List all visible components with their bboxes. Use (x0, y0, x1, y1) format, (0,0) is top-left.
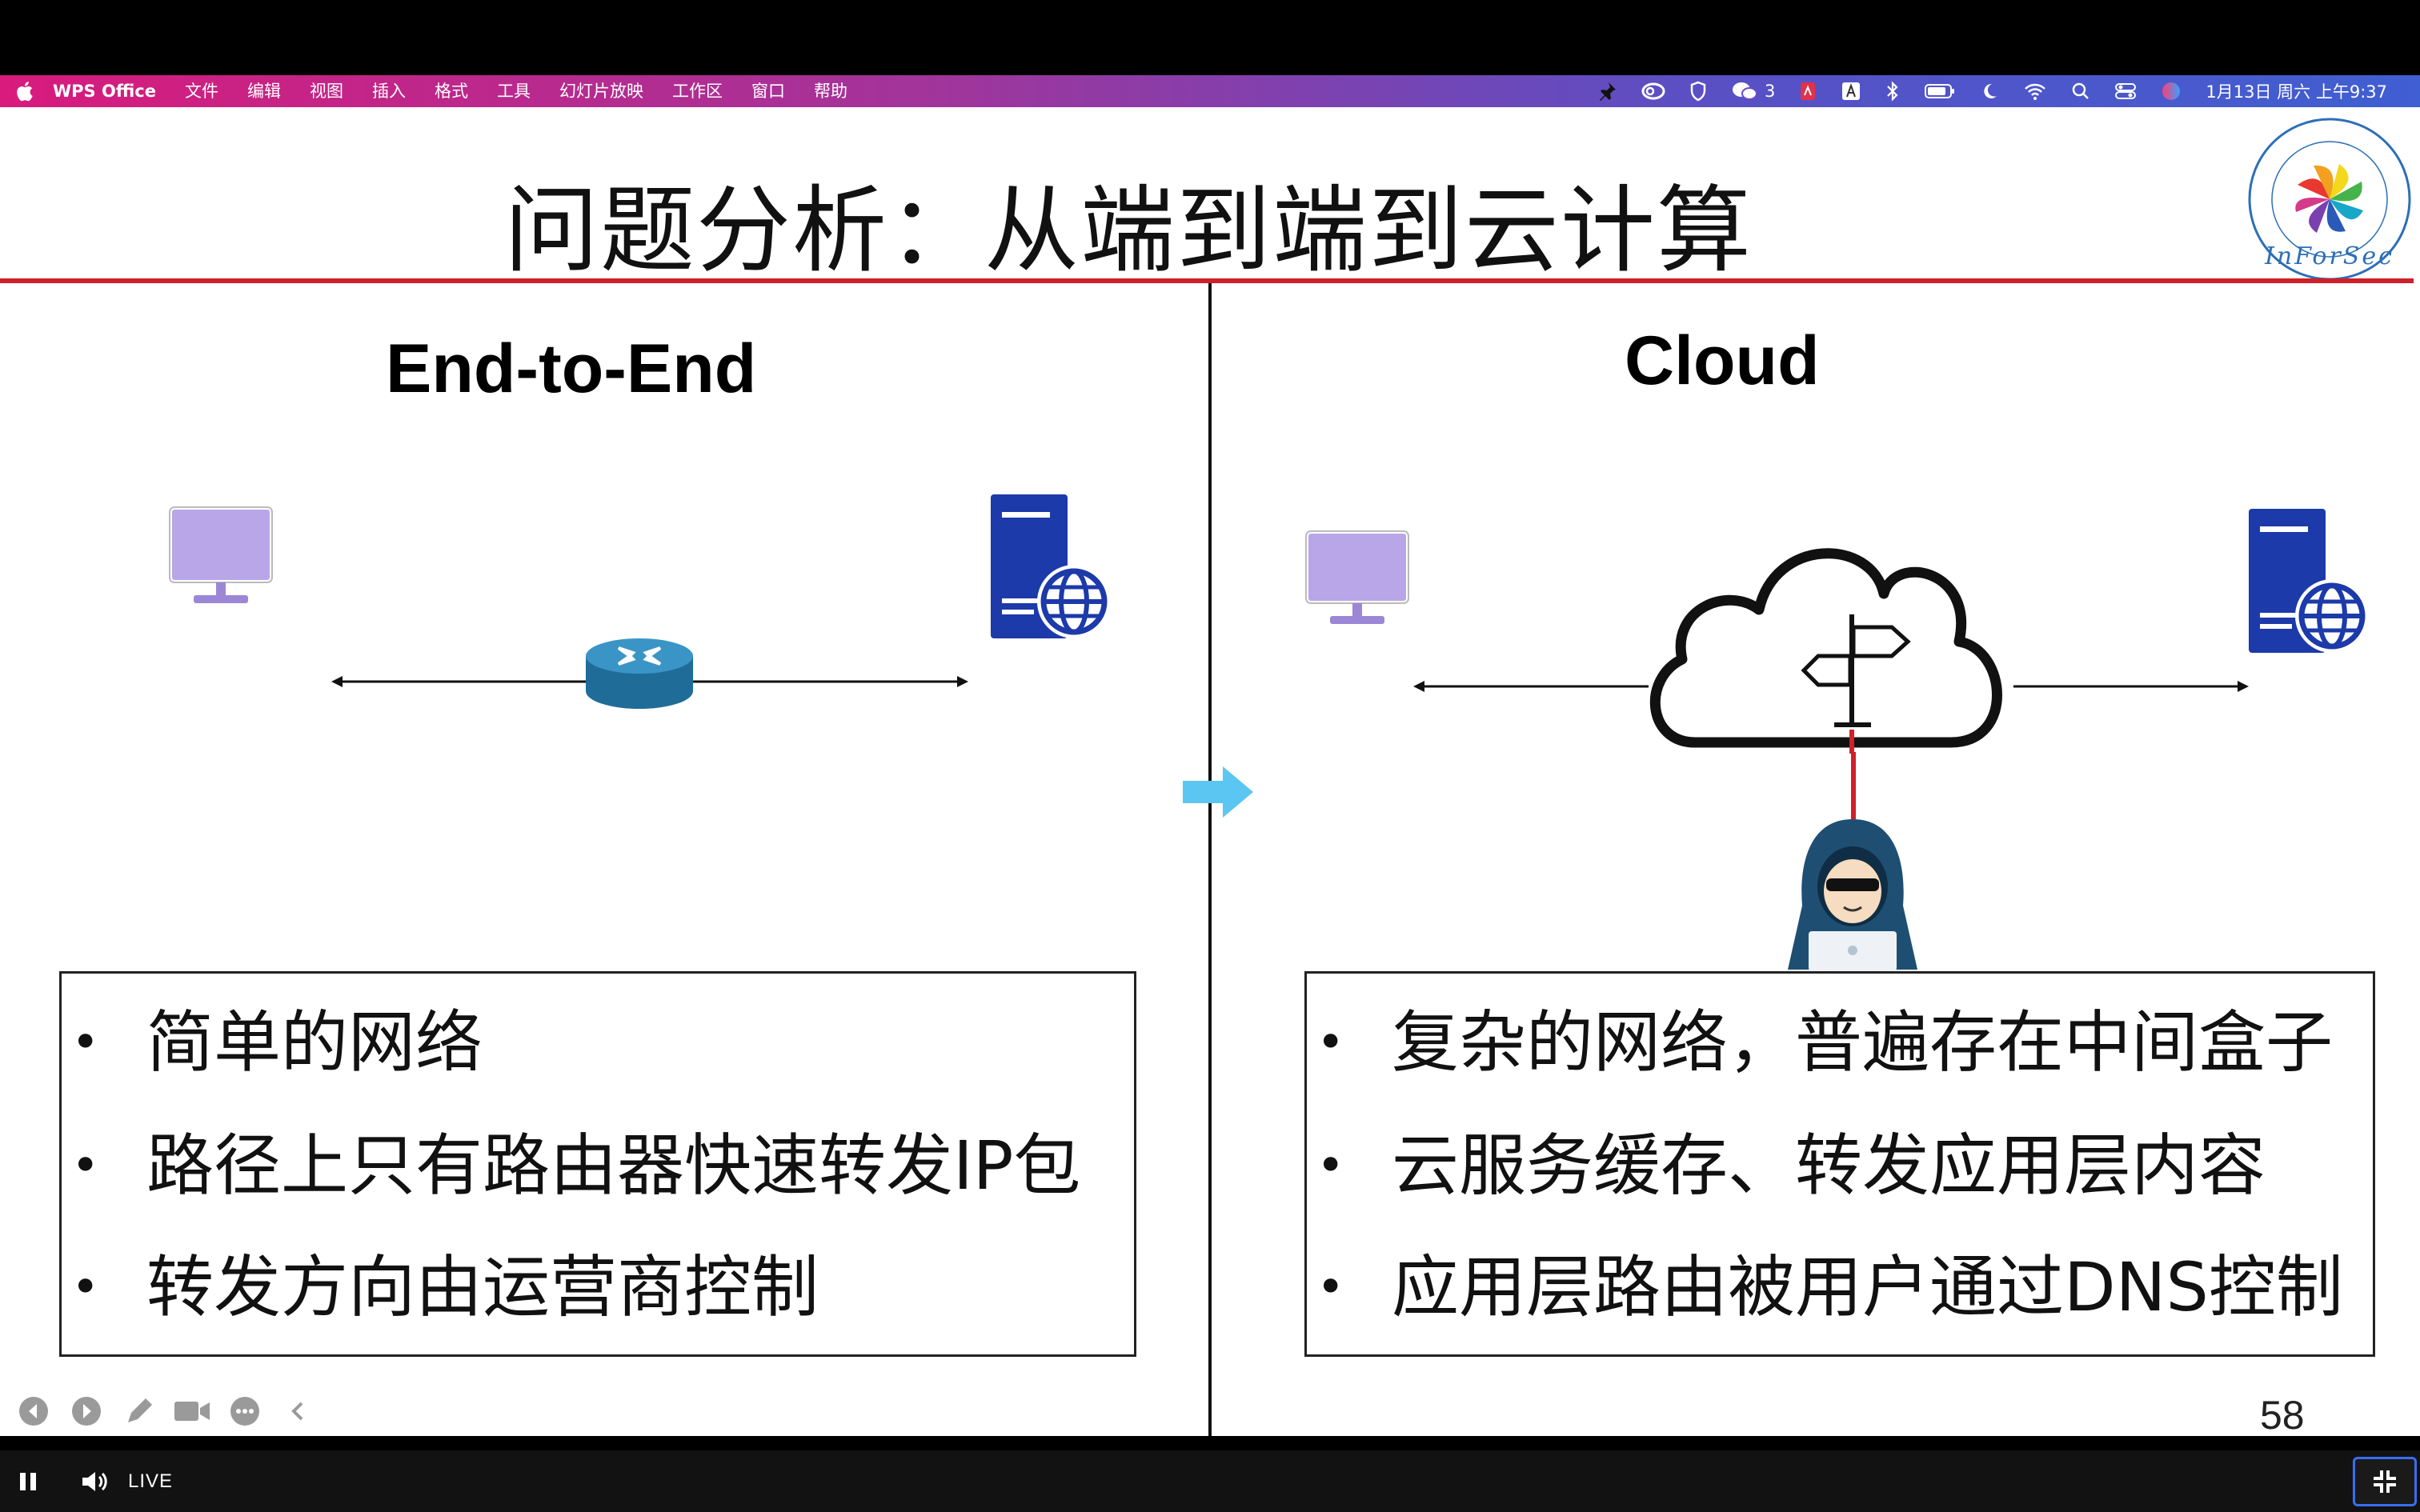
menu-file[interactable]: 文件 (184, 82, 218, 101)
mac-menu-bar: WPS Office 文件 编辑 视图 插入 格式 工具 幻灯片放映 工作区 窗… (0, 75, 2420, 107)
pause-icon[interactable] (18, 1450, 38, 1512)
adobe-icon[interactable] (1787, 75, 1829, 107)
left-web-server-icon (988, 491, 1116, 646)
collapse-toolbar-icon[interactable] (278, 1392, 317, 1430)
router-icon (583, 635, 696, 715)
slide-title: 问题分析：从端到端到云计算 (503, 175, 1753, 286)
live-indicator: LIVE (128, 1470, 174, 1492)
video-player-bar: LIVE (0, 1436, 2420, 1512)
hacker-icon (1777, 818, 1929, 974)
right-arrow-line-left (1412, 680, 1649, 696)
wechat-count: 3 (1765, 82, 1776, 101)
center-divider (1208, 283, 1212, 1436)
menu-workspace[interactable]: 工作区 (671, 82, 723, 101)
bluetooth-icon[interactable] (1873, 75, 1912, 107)
spotlight-search-icon[interactable] (2059, 75, 2102, 107)
svg-text:InForSec: InForSec (2264, 242, 2394, 270)
more-options-icon[interactable] (226, 1392, 264, 1430)
slideshow-toolbar (14, 1392, 317, 1430)
previous-slide-icon[interactable] (14, 1392, 53, 1430)
exit-fullscreen-button[interactable] (2353, 1457, 2417, 1506)
menu-tools[interactable]: 工具 (496, 82, 531, 101)
camera-icon[interactable] (173, 1392, 211, 1430)
left-client-monitor-icon (165, 501, 277, 616)
menu-slideshow[interactable]: 幻灯片放映 (559, 82, 643, 101)
transition-arrow-icon (1181, 763, 1255, 824)
right-web-server-icon (2246, 506, 2374, 661)
volume-icon[interactable] (80, 1450, 109, 1512)
input-method-icon[interactable] (1829, 75, 1873, 107)
battery-icon[interactable] (1912, 75, 1968, 107)
presentation-slide: 问题分析：从端到端到云计算 InForSec End-to-End Cloud (0, 107, 2420, 1436)
menu-insert[interactable]: 插入 (371, 82, 406, 101)
control-center-icon[interactable] (2102, 75, 2149, 107)
exit-fullscreen-icon (2374, 1470, 2396, 1493)
siri-icon[interactable] (2149, 75, 2194, 107)
title-underline (0, 278, 2414, 283)
menu-clock[interactable]: 1月13日 周六 上午9:37 (2206, 82, 2387, 102)
next-slide-icon[interactable] (67, 1392, 106, 1430)
right-arrow-line-right (2013, 680, 2250, 696)
menu-window[interactable]: 窗口 (751, 82, 785, 101)
left-heading: End-to-End (386, 330, 757, 407)
apple-icon[interactable] (0, 75, 48, 107)
right-bullet-box: •复杂的网络，普遍存在中间盒子 •云服务缓存、转发应用层内容 •应用层路由被用户… (1304, 971, 2375, 1357)
creative-cloud-icon[interactable] (1629, 75, 1677, 107)
pin-icon[interactable] (1585, 75, 1629, 107)
shield-icon[interactable] (1677, 75, 1719, 107)
menu-app-name[interactable]: WPS Office (53, 82, 156, 101)
right-client-monitor-icon (1301, 526, 1413, 634)
menu-help[interactable]: 帮助 (813, 82, 847, 101)
wechat-icon[interactable]: 3 (1719, 75, 1787, 107)
wifi-icon[interactable] (2011, 75, 2059, 107)
attacker-red-line (1850, 752, 1857, 822)
menu-view[interactable]: 视图 (309, 82, 343, 101)
menu-edit[interactable]: 编辑 (246, 82, 281, 101)
inforsec-logo: InForSec (2246, 115, 2414, 283)
pen-icon[interactable] (120, 1392, 158, 1430)
slide-page-number: 58 (2260, 1393, 2305, 1436)
night-shift-icon[interactable] (1968, 75, 2011, 107)
right-heading: Cloud (1625, 322, 1820, 399)
menu-format[interactable]: 格式 (434, 82, 468, 101)
left-bullet-box: •简单的网络 •路径上只有路由器快速转发IP包 •转发方向由运营商控制 (59, 971, 1136, 1357)
top-black-band (0, 0, 2420, 75)
cloud-signpost-icon (1639, 450, 2015, 757)
